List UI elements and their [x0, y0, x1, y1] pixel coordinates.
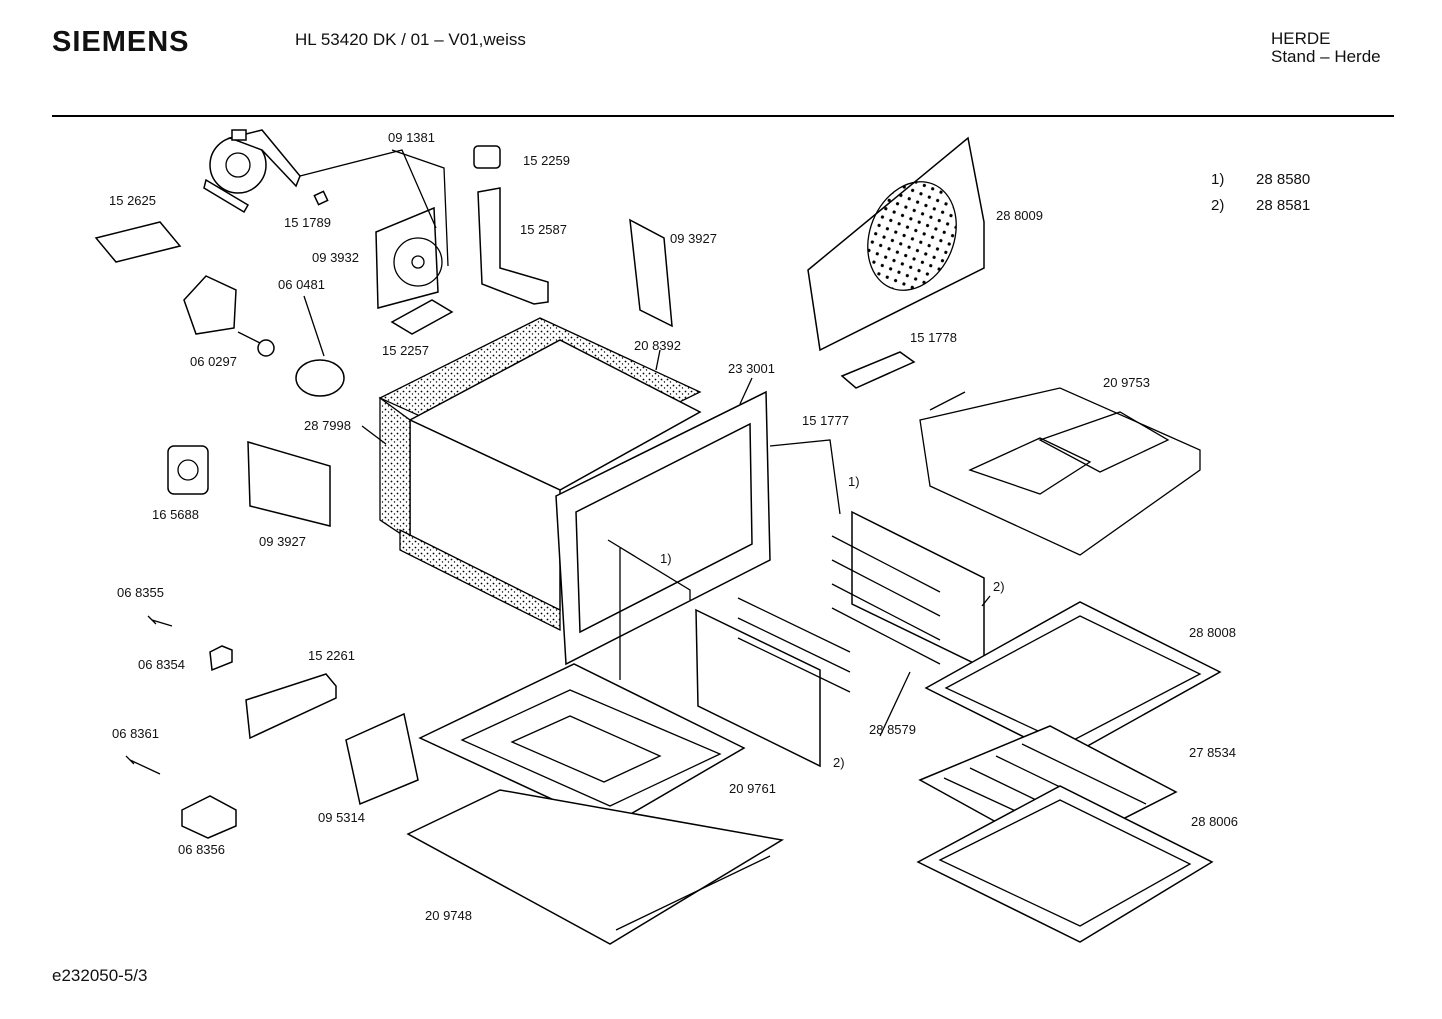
part-label: 15 2261 [308, 648, 355, 663]
category-label: HERDE [1271, 29, 1331, 48]
part-label: 15 1777 [802, 413, 849, 428]
duct-part [477, 187, 549, 305]
part-label: 28 8008 [1189, 625, 1236, 640]
deep-tray-part [916, 785, 1214, 943]
part-label: 06 0297 [190, 354, 237, 369]
marker-1: 1) [848, 474, 860, 489]
bottom-plate-part [406, 789, 785, 945]
part-label: 06 0481 [278, 277, 325, 292]
part-label: 15 2259 [523, 153, 570, 168]
oven-cavity-part [378, 317, 702, 632]
part-label: 09 1381 [388, 130, 435, 145]
marker-2: 2) [833, 755, 845, 770]
screw-part [147, 615, 173, 627]
part-label: 09 3932 [312, 250, 359, 265]
part-label: 20 9761 [729, 781, 776, 796]
footnote-part-1: 28 8580 [1256, 171, 1311, 188]
guide-part [840, 351, 916, 389]
clip-part [313, 190, 329, 206]
part-label: 28 8579 [869, 722, 916, 737]
part-label: 15 2587 [520, 222, 567, 237]
footnote-marker-2: 2) [1211, 197, 1225, 214]
part-label: 09 5314 [318, 810, 365, 825]
lower-bracket-part [247, 440, 331, 527]
terminal-part [473, 145, 501, 169]
part-label: 15 1778 [910, 330, 957, 345]
part-label: 15 2257 [382, 343, 429, 358]
model-title: HL 53420 DK / 01 – V01,weiss [295, 30, 526, 49]
switch-part [167, 445, 209, 495]
thermostat-part [183, 275, 237, 335]
footnote-marker-1: 1) [1211, 171, 1225, 188]
rod-part [769, 439, 841, 515]
clamp-part [209, 645, 233, 672]
plate-part [390, 299, 454, 335]
marker-2: 2) [993, 579, 1005, 594]
part-label: 15 1789 [284, 215, 331, 230]
subcategory-label: Stand – Herde [1271, 47, 1381, 66]
terminal-block-part [245, 673, 337, 740]
long-screw-part [125, 755, 161, 775]
part-label: 06 8355 [117, 585, 164, 600]
part-label: 28 7998 [304, 418, 351, 433]
lamp-bulb-part [237, 331, 275, 357]
holder-part [181, 795, 237, 839]
part-label: 15 2625 [109, 193, 156, 208]
bracket-part [94, 221, 182, 263]
header-divider [52, 115, 1394, 117]
brand-logo: SIEMENS [52, 26, 190, 58]
part-label: 09 3927 [259, 534, 306, 549]
part-label: 06 8356 [178, 842, 225, 857]
side-bracket-part [629, 218, 673, 328]
grill-heater-part [919, 387, 1201, 556]
part-label: 09 3927 [670, 231, 717, 246]
back-panel-part [807, 136, 985, 352]
part-label: 06 8361 [112, 726, 159, 741]
lamp-cover-part [295, 359, 345, 397]
part-label: 28 8009 [996, 208, 1043, 223]
part-label: 28 8006 [1191, 814, 1238, 829]
shelf-runner-part [607, 539, 691, 680]
leader-lines [299, 149, 991, 737]
part-label: 20 8392 [634, 338, 681, 353]
part-label: 20 9748 [425, 908, 472, 923]
fan-cover-part [375, 206, 443, 309]
part-label: 27 8534 [1189, 745, 1236, 760]
part-label: 16 5688 [152, 507, 199, 522]
part-label: 20 9753 [1103, 375, 1150, 390]
part-label: 06 8354 [138, 657, 185, 672]
marker-1: 1) [660, 551, 672, 566]
fan-motor-part [203, 129, 301, 214]
bottom-heater-part [418, 663, 746, 827]
footnote-part-2: 28 8581 [1256, 197, 1311, 214]
part-label: 23 3001 [728, 361, 775, 376]
mounting-plate-part [345, 712, 419, 806]
baking-tray-part [924, 601, 1222, 759]
document-id: e232050-5/3 [52, 966, 148, 985]
side-racks-part [695, 510, 985, 768]
